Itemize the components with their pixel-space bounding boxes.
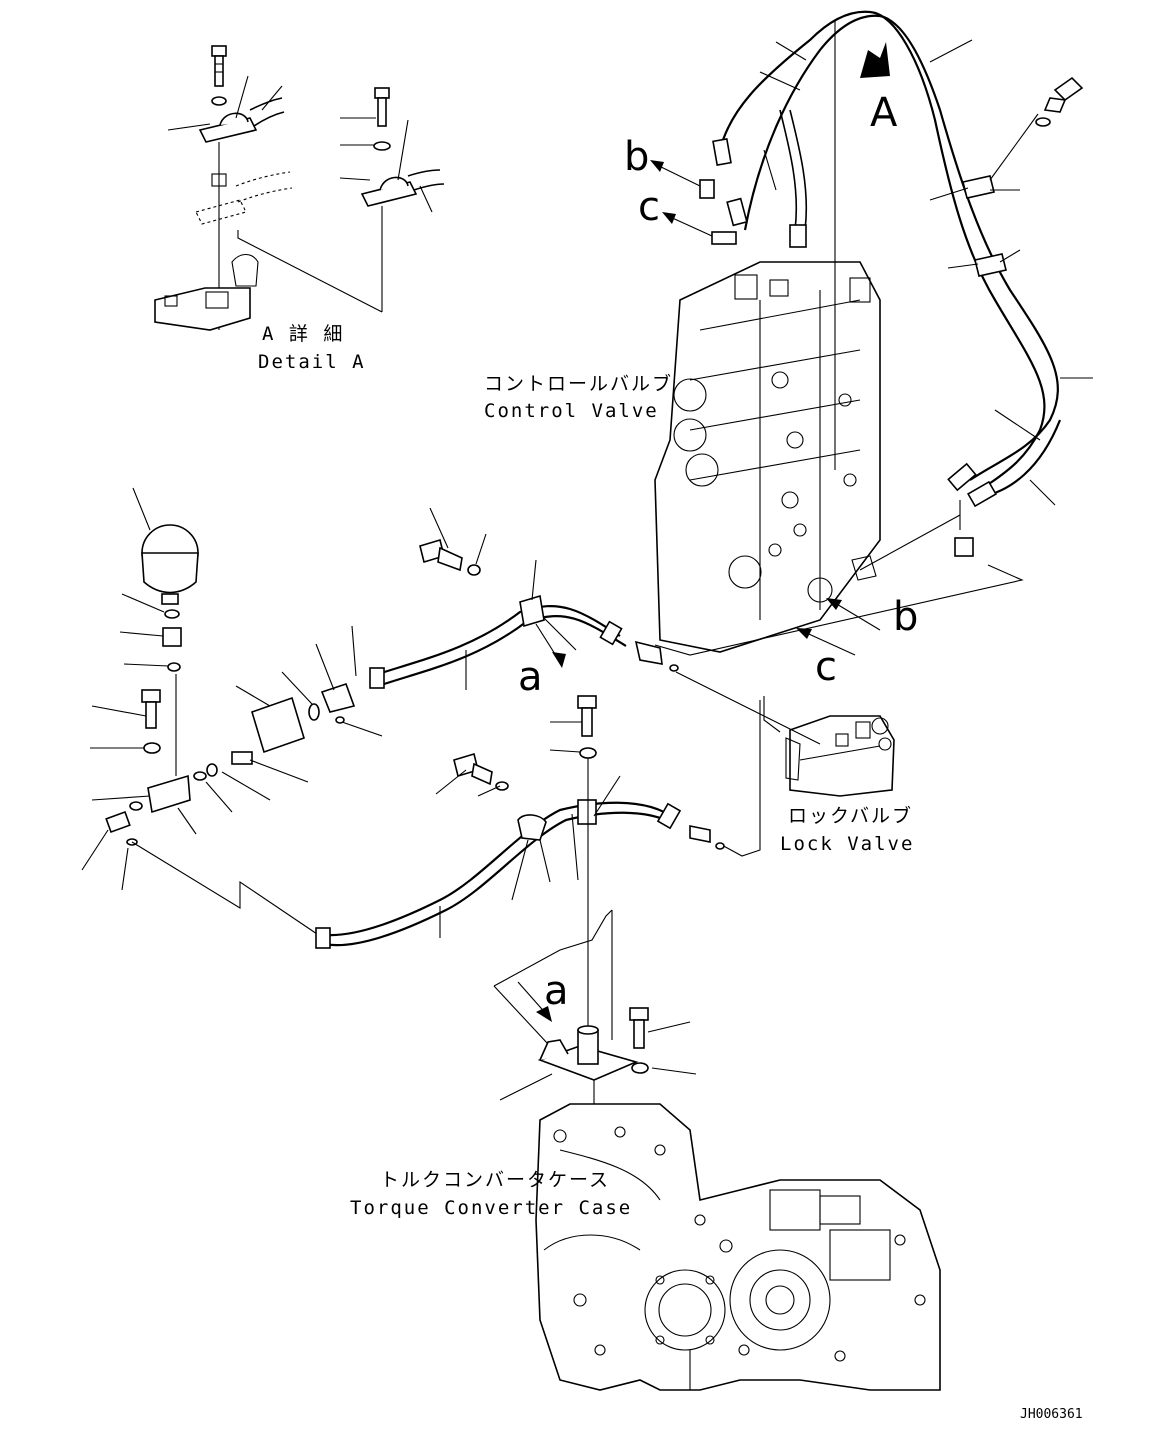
torque-converter-label-jp: トルクコンバータケース	[380, 1169, 610, 1191]
middle-pipe-group: a	[369, 507, 679, 700]
detail-a-title-jp: A 詳 細	[262, 323, 344, 345]
accumulator-group	[81, 487, 383, 937]
view-a-marker: A	[870, 90, 898, 136]
ref-b-top: b	[624, 134, 649, 180]
lower-pipe-group	[315, 695, 725, 1030]
detail-a-title-en: Detail A	[258, 351, 366, 373]
lock-valve-label-en: Lock Valve	[780, 833, 914, 855]
control-valve-label-en: Control Valve	[484, 400, 659, 422]
ref-a-bracket: a	[544, 968, 569, 1014]
ref-b-valve: b	[893, 594, 918, 640]
torque-converter-label-en: Torque Converter Case	[350, 1197, 632, 1219]
ref-a-middle: a	[518, 654, 543, 700]
control-valve-label-jp: コントロールバルブ	[484, 372, 673, 395]
torque-converter-group: トルクコンバータケース Torque Converter Case	[350, 1103, 941, 1391]
ref-c-top: c	[638, 184, 660, 230]
control-valve-group: コントロールバルブ Control Valve b c	[484, 261, 918, 690]
lock-valve-label-jp: ロックバルブ	[788, 804, 913, 827]
drawing-code: JH006361	[1020, 1407, 1083, 1422]
bracket-group: a	[493, 909, 697, 1110]
upper-hoses-group: A b c	[624, 10, 1093, 656]
lock-valve-group: ロックバルブ Lock Valve	[675, 671, 914, 857]
detail-a-group: A 詳 細 Detail A	[154, 45, 445, 373]
ref-c-valve: c	[815, 644, 837, 690]
